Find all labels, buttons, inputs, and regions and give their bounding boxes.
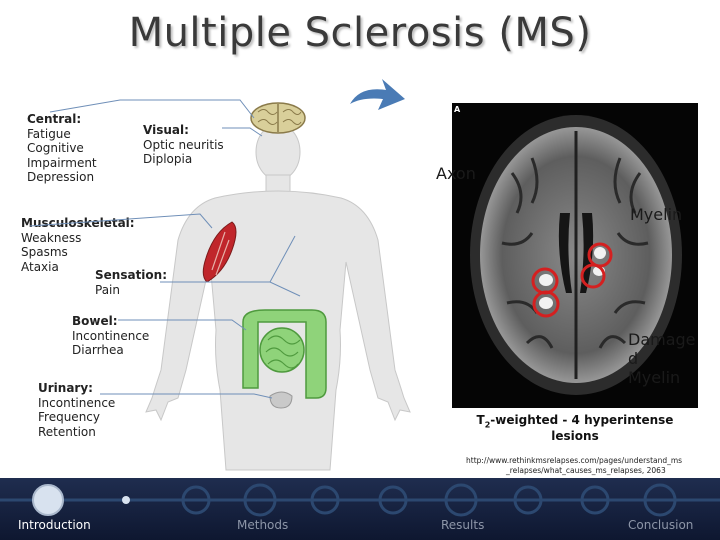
central-item-4: Depression (27, 170, 95, 184)
mri-caption: T2-weighted - 4 hyperintense lesions (455, 413, 695, 443)
visual-item-2: Diplopia (143, 152, 193, 166)
myelin-label: Myelin (630, 205, 683, 224)
visual-heading: Visual: (143, 123, 189, 137)
bowel-item-2: Diarrhea (72, 343, 124, 357)
brain-icon (250, 102, 306, 134)
bowel-heading: Bowel: (72, 314, 118, 328)
nav-dot-results[interactable] (444, 483, 478, 517)
mri-lesion-1 (539, 274, 553, 286)
damaged-myelin-label: Damage d Myelin (628, 330, 696, 387)
damaged-myelin-line-1: Damage (628, 330, 696, 349)
nav-dot-introduction[interactable] (32, 484, 64, 516)
nav-dot-7[interactable] (580, 485, 610, 515)
bowel-item-1: Incontinence (72, 328, 150, 343)
central-item-2: Cognitive (27, 141, 84, 155)
urinary-item-3: Retention (38, 424, 96, 439)
visual-symptoms: Visual: Optic neuritis Diplopia (143, 123, 224, 167)
slide-title: Multiple Sclerosis (MS) (128, 10, 592, 56)
mri-lesion-circle-2 (532, 290, 560, 318)
nav-methods[interactable]: Methods (237, 518, 289, 532)
nav-dot-4[interactable] (378, 485, 408, 515)
urinary-item-1: Incontinence (38, 395, 116, 410)
mri-lesion-circle-4 (580, 263, 606, 289)
central-item-3: Impairment (27, 155, 97, 170)
curved-arrow-icon (350, 79, 405, 110)
central-heading: Central: (27, 112, 82, 126)
source-url-line-2: _relapses/what_causes_ms_relapses, 2063 (506, 466, 666, 475)
sensation-symptoms: Sensation: Pain (95, 268, 167, 297)
mri-panel-letter: A (454, 105, 461, 114)
nav-dot-small-2[interactable] (181, 485, 211, 515)
sensation-item-1: Pain (95, 282, 120, 297)
musculoskeletal-item-3: Ataxia (21, 259, 59, 274)
bladder-icon (269, 391, 293, 409)
nav-conclusion[interactable]: Conclusion (628, 518, 694, 532)
source-url-line-1: http://www.rethinkmsrelapses.com/pages/u… (466, 456, 683, 465)
bowel-symptoms: Bowel: Incontinence Diarrhea (72, 314, 149, 358)
urinary-heading: Urinary: (38, 381, 93, 395)
urinary-symptoms: Urinary: Incontinence Frequency Retentio… (38, 381, 115, 439)
mri-scan-image: A (452, 103, 698, 408)
urinary-item-2: Frequency (38, 410, 100, 424)
caption-subscript: 2 (484, 420, 491, 430)
axon-label: Axon (436, 164, 476, 183)
central-item-1: Fatigue (27, 126, 71, 141)
mri-ventricles (558, 213, 594, 293)
mri-lesion-2 (539, 297, 553, 309)
nav-introduction[interactable]: Introduction (18, 518, 91, 532)
intestines-icon (242, 309, 327, 399)
nav-dot-3[interactable] (310, 485, 340, 515)
mri-lesion-3 (594, 247, 606, 259)
damaged-myelin-line-3: Myelin (628, 368, 681, 387)
visual-item-1: Optic neuritis (143, 137, 224, 152)
mri-sulci (501, 157, 649, 349)
nav-dot-small-1[interactable] (122, 496, 130, 504)
musculoskeletal-item-2: Spasms (21, 245, 68, 259)
nav-track (0, 483, 720, 517)
source-url: http://www.rethinkmsrelapses.com/pages/u… (466, 456, 696, 476)
nav-results[interactable]: Results (441, 518, 485, 532)
body-silhouette (145, 123, 411, 471)
caption-prefix: T (476, 413, 485, 427)
nav-dot-conclusion[interactable] (643, 483, 677, 517)
musculoskeletal-item-1: Weakness (21, 230, 82, 245)
nav-dot-6[interactable] (513, 485, 543, 515)
leader-lines (29, 99, 301, 399)
caption-text: -weighted - 4 hyperintense lesions (490, 413, 674, 444)
central-symptoms: Central: Fatigue Cognitive Impairment De… (27, 112, 97, 185)
damaged-myelin-line-2: d (628, 349, 639, 368)
nav-dot-methods[interactable] (243, 483, 277, 517)
mri-brain-drawing (470, 115, 682, 395)
sensation-heading: Sensation: (95, 268, 167, 282)
